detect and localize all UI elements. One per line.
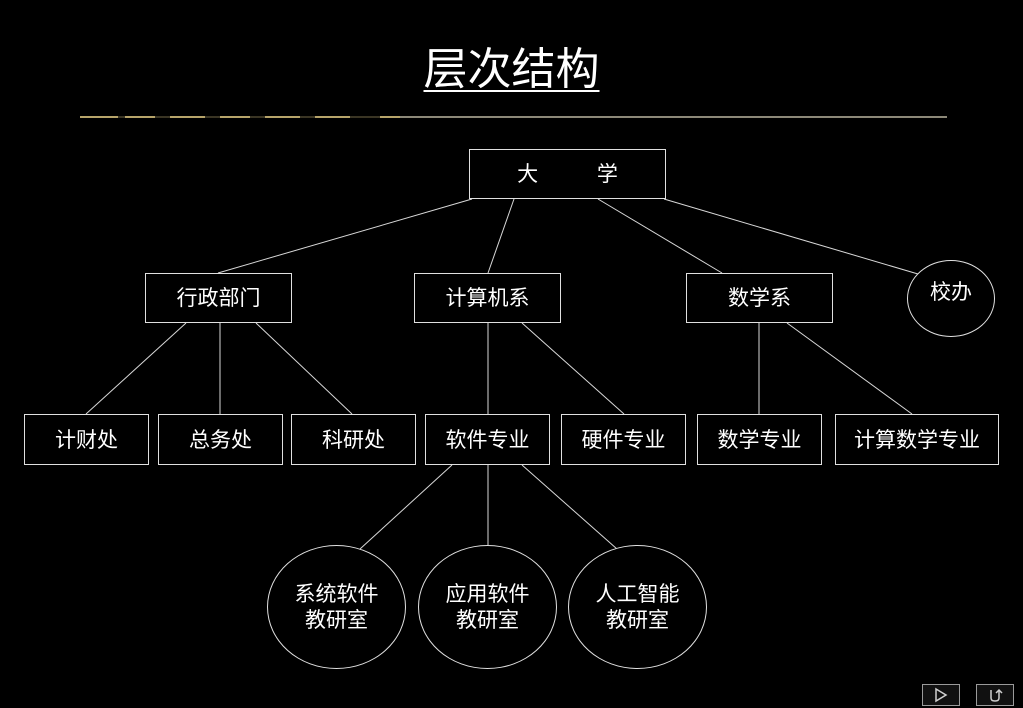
- connector-software-ai: [521, 464, 618, 550]
- node-hardware-major: 硬件专业: [561, 414, 686, 465]
- play-next-icon: [935, 687, 948, 703]
- node-math-dept-label: 数学系: [728, 286, 791, 310]
- node-system-software-lab-line2: 教研室: [305, 608, 368, 632]
- return-button[interactable]: [976, 684, 1014, 706]
- node-admin-dept-label: 行政部门: [176, 286, 261, 310]
- node-software-major: 软件专业: [425, 414, 550, 465]
- connector-cs-hardware: [521, 322, 625, 415]
- node-app-software-lab-line2: 教研室: [456, 608, 519, 632]
- connector-math-compmath: [786, 322, 913, 415]
- node-ai-lab-line1: 人工智能: [595, 582, 680, 606]
- page-title: 层次结构: [423, 44, 600, 95]
- node-president-office-label: 校办: [930, 280, 972, 304]
- node-president-office: 校办: [907, 260, 995, 337]
- title-divider: [80, 116, 947, 118]
- node-hardware-major-label: 硬件专业: [581, 427, 666, 452]
- node-research-office: 科研处: [291, 414, 416, 465]
- next-slide-button[interactable]: [922, 684, 960, 706]
- connector-admin-research: [255, 322, 353, 415]
- node-admin-dept: 行政部门: [145, 273, 292, 323]
- connector-root-admin: [217, 198, 473, 274]
- connector-software-systemsw: [359, 464, 453, 550]
- node-finance-office-label: 计财处: [55, 427, 118, 452]
- node-math-dept: 数学系: [686, 273, 833, 323]
- node-university-label: 大 学: [517, 162, 644, 186]
- node-math-major-label: 数学专业: [717, 427, 802, 452]
- node-ai-lab-line2: 教研室: [606, 608, 669, 632]
- node-comp-math-major-label: 计算数学专业: [854, 427, 980, 452]
- node-general-affairs: 总务处: [158, 414, 283, 465]
- node-research-office-label: 科研处: [322, 427, 385, 452]
- node-cs-dept: 计算机系: [414, 273, 561, 323]
- node-software-major-label: 软件专业: [445, 427, 530, 452]
- node-app-software-lab: 应用软件 教研室: [418, 545, 557, 669]
- node-math-major: 数学专业: [697, 414, 822, 465]
- connector-root-cs: [487, 198, 515, 274]
- connector-root-math: [597, 198, 723, 274]
- node-ai-lab: 人工智能 教研室: [568, 545, 707, 669]
- connector-root-office: [663, 198, 919, 275]
- node-app-software-lab-line1: 应用软件: [445, 582, 530, 606]
- node-system-software-lab: 系统软件 教研室: [267, 545, 406, 669]
- node-system-software-lab-line1: 系统软件: [294, 582, 379, 606]
- node-finance-office: 计财处: [24, 414, 149, 465]
- node-cs-dept-label: 计算机系: [445, 286, 530, 310]
- connector-admin-finance: [85, 322, 187, 415]
- node-comp-math-major: 计算数学专业: [835, 414, 999, 465]
- return-icon: [990, 688, 1003, 702]
- node-general-affairs-label: 总务处: [189, 427, 252, 452]
- node-university: 大 学: [469, 149, 666, 199]
